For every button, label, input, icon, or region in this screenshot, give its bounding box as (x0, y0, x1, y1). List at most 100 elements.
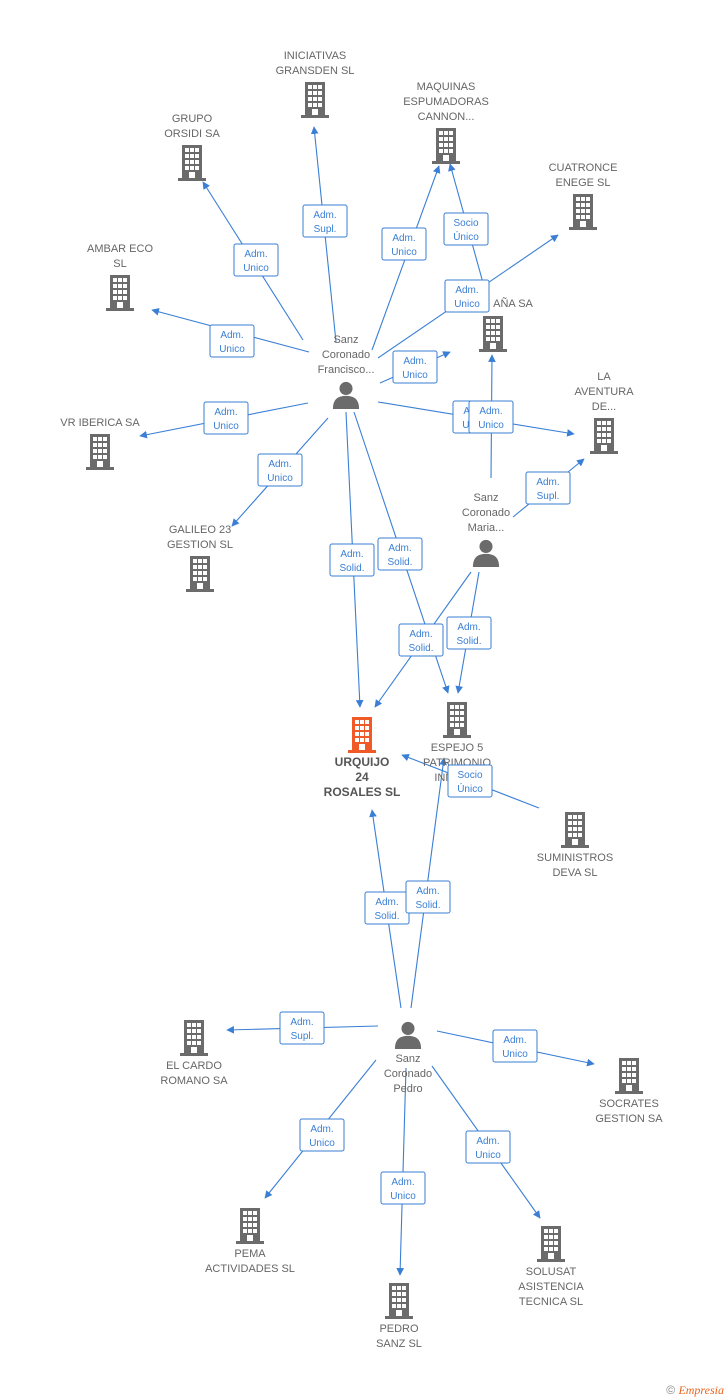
node-label-line: Coronado (462, 507, 510, 519)
edge-label: Adm. Supl. (279, 1011, 325, 1045)
building-icon (590, 418, 618, 454)
person-node-francisco[interactable]: SanzCoronadoFrancisco... (318, 334, 375, 409)
node-label-line: SOLUSAT (526, 1266, 577, 1278)
company-node-ambar[interactable]: AMBAR ECO SL (87, 243, 153, 311)
node-label-line: TECNICA SL (519, 1296, 583, 1308)
edge-label-box (465, 1130, 511, 1164)
edge-label-text: Adm. (403, 356, 426, 367)
edge-label-box (381, 227, 427, 261)
building-icon (180, 1020, 208, 1056)
edge-label-box (377, 537, 423, 571)
edge-label-text: Solid. (339, 563, 364, 574)
edge-label-text: Unico (402, 370, 428, 381)
node-label-line: ROSALES SL (324, 785, 401, 799)
node-label-line: Sanz (473, 492, 498, 504)
building-icon (86, 434, 114, 470)
node-label-line: URQUIJO (335, 755, 390, 769)
edge-label-box (447, 764, 493, 798)
edge-label-box (492, 1029, 538, 1063)
node-label-line: SANZ SL (376, 1338, 422, 1350)
edge-label-text: Supl. (291, 1031, 314, 1042)
node-label-line: GRUPO (172, 113, 213, 125)
edge-label: Adm.Unico (233, 243, 279, 277)
person-icon (472, 539, 500, 567)
node-label-line: GESTION SA (595, 1113, 663, 1125)
node-label-line: VR IBERICA SA (60, 417, 140, 429)
edge-label-text: Adm. (340, 549, 363, 560)
edge-label-text: Adm. (214, 407, 237, 418)
edge-label-text: Adm. (392, 233, 415, 244)
edge-label-text: Único (457, 782, 483, 795)
edge-label-text: Socio (457, 770, 482, 781)
node-label-line: SL (113, 258, 126, 270)
node-label-line: EL CARDO (166, 1060, 222, 1072)
edge-label: Adm.Solid. (398, 623, 444, 657)
edge-label-box (257, 453, 303, 487)
node-label-line: LA (597, 371, 611, 383)
edge-label-box (443, 212, 489, 246)
edge-label-text: Unico (219, 344, 245, 355)
edge-label-text: Adm. (375, 897, 398, 908)
company-node-aventura[interactable]: LAAVENTURADE... (574, 371, 634, 454)
node-label-line: Sanz (333, 334, 358, 346)
building-icon (432, 128, 460, 164)
edge-label-box (329, 543, 375, 577)
node-label-line: MAQUINAS (417, 81, 476, 93)
edge-label-text: Adm. (479, 406, 502, 417)
node-label-line: ENEGE SL (555, 177, 610, 189)
edge-label-text: Adm. (476, 1136, 499, 1147)
edge-label-text: Unico (478, 420, 504, 431)
edge-label-box (279, 1011, 325, 1045)
node-label-line: GESTION SL (167, 539, 233, 551)
edge-label-text: Unico (309, 1138, 335, 1149)
node-label-line: ACTIVIDADES SL (205, 1263, 295, 1275)
edge-label-text: Unico (391, 247, 417, 258)
node-label-line: AMBAR ECO (87, 243, 153, 255)
edge-label-text: Adm. (455, 285, 478, 296)
building-icon (479, 316, 507, 352)
edge-label-text: Solid. (374, 911, 399, 922)
company-node-maquinas[interactable]: MAQUINASESPUMADORASCANNON... (403, 81, 489, 164)
edge-label-text: Unico (390, 1191, 416, 1202)
building-icon (615, 1058, 643, 1094)
building-icon (537, 1226, 565, 1262)
edge-label-text: Adm. (388, 543, 411, 554)
edge-label-text: Adm. (391, 1177, 414, 1188)
company-node-espana[interactable]: AÑA SA (479, 297, 534, 352)
building-icon (561, 812, 589, 848)
person-node-maria[interactable]: SanzCoronadoMaria... (462, 492, 510, 567)
company-node-solusat[interactable]: SOLUSAT ASISTENCIA TECNICA SL (518, 1226, 584, 1308)
edge-label: Adm.Unico (299, 1118, 345, 1152)
edge-label: Adm. Solid. (329, 543, 375, 577)
company-node-vriberica[interactable]: VR IBERICA SA (60, 417, 140, 470)
edge-label: Adm.Supl. (525, 471, 571, 505)
node-label-line: 24 (355, 770, 369, 784)
edge-label-box (299, 1118, 345, 1152)
node-label-line: GALILEO 23 (169, 524, 231, 536)
person-icon (332, 381, 360, 409)
node-label-line: ASISTENCIA (518, 1281, 584, 1293)
edge-label-box (392, 350, 438, 384)
node-label-line: Coronado (322, 349, 370, 361)
edge-label: Adm.Solid. (446, 616, 492, 650)
edge-label-text: Adm. (290, 1017, 313, 1028)
edge-label-text: Adm. (503, 1035, 526, 1046)
edge-label: Adm.Supl. (302, 204, 348, 238)
node-label-line: GRANSDEN SL (276, 65, 355, 77)
company-node-galileo[interactable]: GALILEO 23 GESTION SL (167, 524, 233, 592)
edge-label-text: Unico (243, 263, 269, 274)
building-icon (106, 275, 134, 311)
edge-label-text: Adm. (409, 629, 432, 640)
edge-label-box (302, 204, 348, 238)
